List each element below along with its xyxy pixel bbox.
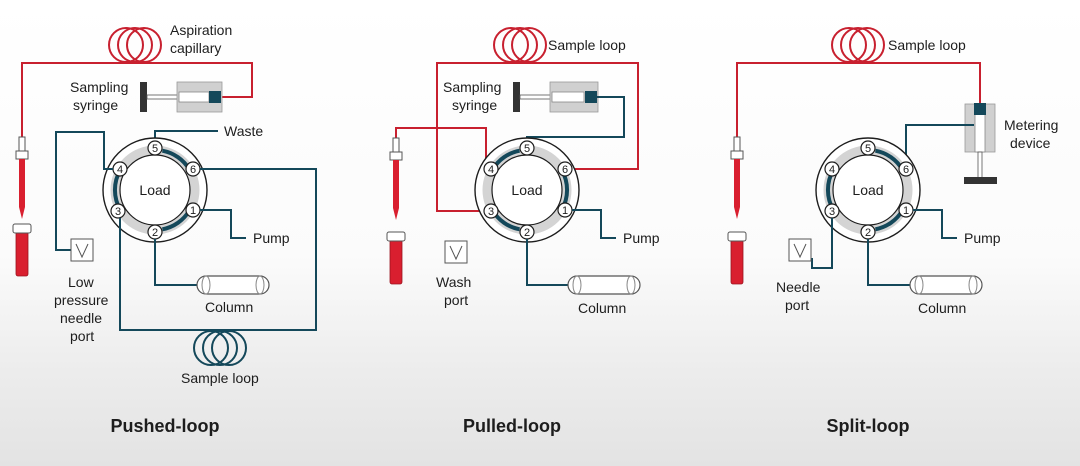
syringe-label-1: Sampling [70,79,128,95]
metering-device [964,103,997,184]
pushed-port-5: 5 [152,143,158,155]
pulled-valve-load-label: Load [511,182,542,198]
pulled-column-label: Column [578,300,626,316]
needle-port-label-3: needle [60,310,102,326]
pulled-needle [389,137,403,221]
pushed-port-6: 6 [190,164,196,176]
split-loop-panel: Sample loop Metering device Load [727,27,1058,436]
split-port-3: 3 [829,206,835,218]
aspiration-label-2: capillary [170,40,221,56]
pushed-column [196,275,270,295]
pulled-syringe-label-2: syringe [452,97,497,113]
pushed-port-3: 3 [115,206,121,218]
wash-port-label-1: Wash [436,274,471,290]
pulled-port-6: 6 [562,164,568,176]
pushed-sample-loop-coil [193,330,247,366]
pushed-valve-load-label: Load [139,182,170,198]
split-sample-loop-label: Sample loop [888,37,966,53]
split-port-5: 5 [865,143,871,155]
split-port-2: 2 [865,227,871,239]
pulled-sampling-syringe [513,81,599,113]
needle-port-label-4: port [70,328,94,344]
pulled-port-5: 5 [524,143,530,155]
pulled-loop-title: Pulled-loop [463,416,561,436]
split-pump-label: Pump [964,230,1001,246]
split-needle-port-label-2: port [785,297,809,313]
needle-port-label-2: pressure [54,292,109,308]
pushed-sample-vial [12,223,32,277]
pushed-column-label: Column [205,299,253,315]
pushed-port-4: 4 [117,164,123,176]
pulled-valve-ports: 1 2 3 4 5 6 [483,140,573,240]
pushed-loop-panel: Aspiration capillary Sampling syringe Wa… [12,22,317,436]
waste-label: Waste [224,123,263,139]
pulled-port-2: 2 [524,227,530,239]
split-column-label: Column [918,300,966,316]
split-loop-title: Split-loop [827,416,910,436]
pulled-port-3: 3 [488,206,494,218]
pulled-sample-loop-label: Sample loop [548,37,626,53]
pushed-sample-loop-label: Sample loop [181,370,259,386]
pulled-port-1: 1 [562,205,568,217]
aspiration-capillary-coil [108,27,162,63]
pushed-needle [15,136,29,220]
metering-label-2: device [1010,135,1051,151]
sampling-syringe [140,81,223,113]
pushed-port-1: 1 [190,205,196,217]
split-valve-load-label: Load [852,182,883,198]
pushed-pump-label: Pump [253,230,290,246]
split-column [909,275,983,295]
syringe-label-2: syringe [73,97,118,113]
needle-port [788,238,812,262]
needle-port-label-1: Low [68,274,95,290]
split-port-6: 6 [903,164,909,176]
pushed-loop-title: Pushed-loop [111,416,220,436]
pulled-sample-loop-coil [493,27,547,63]
split-needle [730,136,744,220]
split-sample-loop-coil [831,27,885,63]
split-port-1: 1 [903,205,909,217]
pulled-sample-vial [386,231,406,285]
split-needle-port-label-1: Needle [776,279,821,295]
pushed-port-2: 2 [152,227,158,239]
low-pressure-needle-port [70,238,94,262]
pulled-loop-panel: Sample loop Sampling syringe Load [386,27,660,436]
pulled-syringe-label-1: Sampling [443,79,501,95]
split-sample-vial [727,231,747,285]
wash-port [444,240,468,264]
metering-label-1: Metering [1004,117,1058,133]
split-port-4: 4 [829,164,835,176]
wash-port-label-2: port [444,292,468,308]
pulled-pump-label: Pump [623,230,660,246]
pulled-port-4: 4 [488,164,494,176]
aspiration-label-1: Aspiration [170,22,232,38]
pulled-column [567,275,641,295]
